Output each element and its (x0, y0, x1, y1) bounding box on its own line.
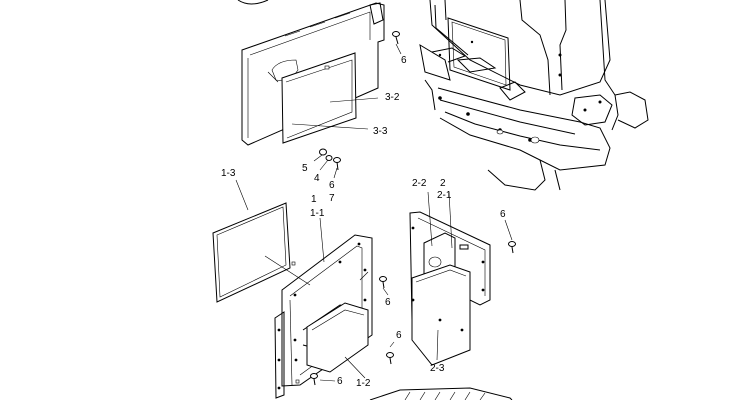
callout-2: 2 (440, 178, 446, 189)
callout-1-2: 1-2 (356, 378, 371, 389)
callout-6-b: 6 (396, 330, 402, 341)
callout-1-3: 1-3 (221, 168, 236, 179)
callout-2-1: 2-1 (437, 190, 452, 201)
washer-nut-stack (319, 148, 341, 171)
callout-6-mid: 6 (329, 180, 335, 191)
panel-insert (281, 52, 357, 144)
bolt-bottom (310, 373, 318, 386)
foam-pad-2-3 (411, 264, 471, 366)
bottom-partial-part (369, 387, 513, 401)
callout-6-a: 6 (385, 297, 391, 308)
flat-sheet-1-3 (212, 202, 291, 303)
bolt-lower (386, 352, 394, 365)
bolt-top (392, 31, 400, 45)
callout-4: 4 (314, 173, 320, 184)
callout-2-3: 2-3 (430, 363, 445, 374)
callout-6-top: 6 (401, 55, 407, 66)
callout-7: 7 (329, 193, 335, 204)
leader-lines (235, 43, 513, 382)
callout-5: 5 (302, 163, 308, 174)
callout-2-2: 2-2 (412, 178, 427, 189)
bolt-right (508, 241, 516, 254)
callout-labels: 3-2 3-3 6 5 4 6 7 1-3 1 1-1 2-2 2 2-1 6 … (221, 55, 506, 389)
machine-frame (237, 0, 649, 191)
frame-panel-1-1 (274, 234, 373, 399)
callout-1: 1 (311, 194, 317, 205)
callout-3-2: 3-2 (385, 92, 400, 103)
upper-cover-panel (241, 2, 385, 146)
bolt-mid (379, 276, 387, 289)
callout-3-3: 3-3 (373, 126, 388, 137)
foam-pad-1-2 (306, 302, 369, 373)
callout-1-1: 1-1 (310, 208, 325, 219)
callout-6-right: 6 (500, 209, 506, 220)
callout-6-bottom: 6 (337, 376, 343, 387)
side-panel-2-1 (409, 211, 491, 366)
